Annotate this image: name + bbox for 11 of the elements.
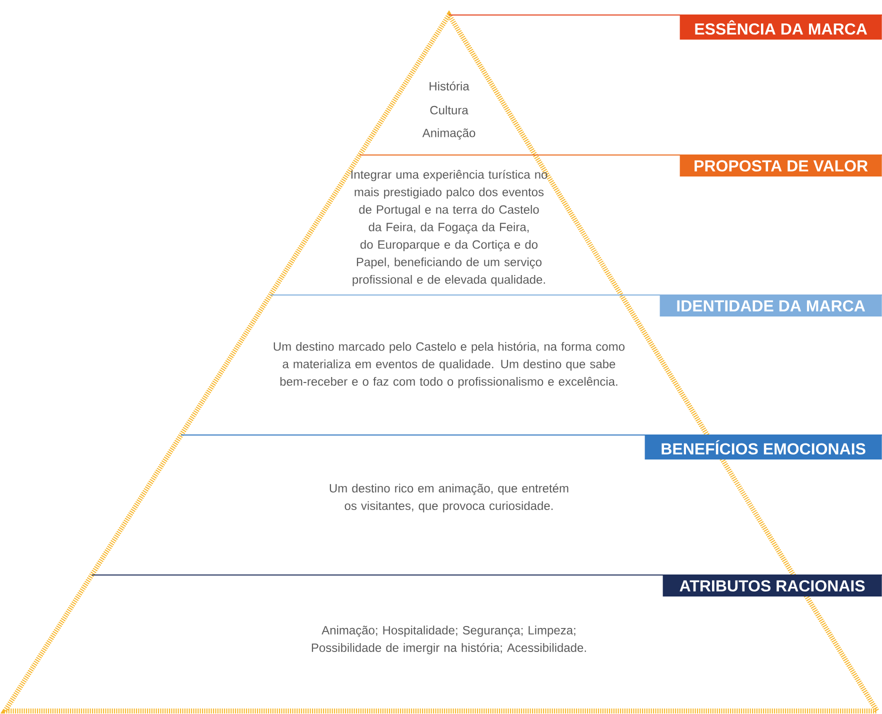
level-text: Um destino rico em animação, que entretém os visitantes, que provoca curiosidade. <box>330 484 568 512</box>
level-text: Cultura <box>430 106 468 114</box>
level-heading: ATRIBUTOS RACIONAIS <box>662 575 882 597</box>
level-heading: ESSÊNCIA DA MARCA <box>680 15 882 40</box>
level-heading: IDENTIDADE DA MARCA <box>660 295 882 317</box>
level-text: Animação; Hospitalidade; Segurança; Limpeza; Possibilidade de imergir na história; Acessibilidade. <box>312 626 586 654</box>
level-heading: BENEFÍCIOS EMOCIONAIS <box>644 435 882 460</box>
level-text: História <box>430 82 470 90</box>
level-text: Um destino marcado pelo Castelo e pela história, na forma como a materializa em eventos de qualidade. Um destino que sabe bem-receber e o faz com todo o profissionalismo e excelência. <box>274 342 624 388</box>
level-heading: PROPOSTA DE VALOR <box>680 155 882 177</box>
level-text: Animação <box>422 128 476 140</box>
